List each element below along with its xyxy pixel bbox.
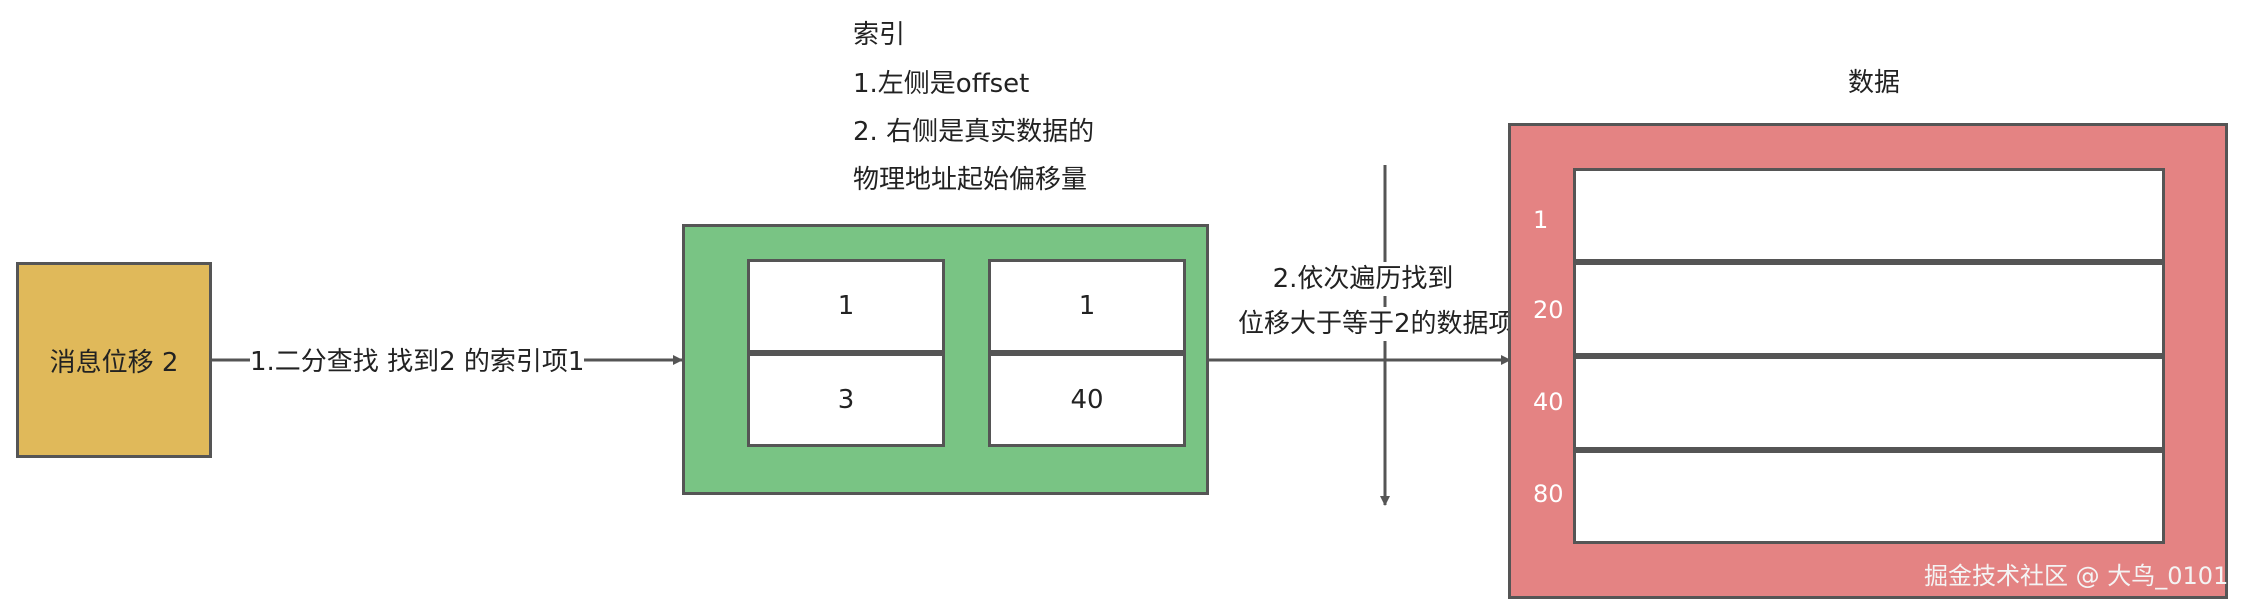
data-block: 1 20 40 80	[1508, 123, 2228, 599]
binary-search-label: 1.二分查找 找到2 的索引项1	[250, 345, 585, 379]
index-position-value: 40	[1070, 385, 1104, 415]
index-offset-cell: 3	[747, 353, 945, 447]
index-note-line1: 1.左侧是offset	[853, 69, 1030, 99]
index-note-title: 索引	[853, 20, 906, 50]
data-row-offset: 40	[1533, 388, 1564, 416]
scan-label-line2: 位移大于等于2的数据项	[1238, 307, 1515, 341]
data-row	[1573, 356, 2165, 450]
index-position-cell: 1	[988, 259, 1186, 353]
watermark: 掘金技术社区 @ 大鸟_0101	[1924, 562, 2229, 590]
index-position-cell: 40	[988, 353, 1186, 447]
data-row	[1573, 450, 2165, 544]
index-table: 1 1 3 40	[682, 224, 1209, 495]
message-offset-box: 消息位移 2	[16, 262, 212, 458]
index-note-line2: 2. 右侧是真实数据的	[853, 117, 1095, 147]
message-offset-label: 消息位移 2	[49, 347, 179, 378]
data-title: 数据	[1848, 68, 1901, 98]
data-row-offset: 1	[1533, 206, 1549, 234]
scan-label-line1: 2.依次遍历找到	[1243, 262, 1483, 296]
index-note-line3: 物理地址起始偏移量	[853, 165, 1088, 195]
index-offset-cell: 1	[747, 259, 945, 353]
data-row-offset: 20	[1533, 296, 1564, 324]
index-position-value: 1	[1078, 291, 1096, 321]
index-offset-value: 1	[837, 291, 855, 321]
data-row	[1573, 168, 2165, 262]
data-row-offset: 80	[1533, 480, 1564, 508]
index-offset-value: 3	[837, 385, 855, 415]
data-row	[1573, 262, 2165, 356]
